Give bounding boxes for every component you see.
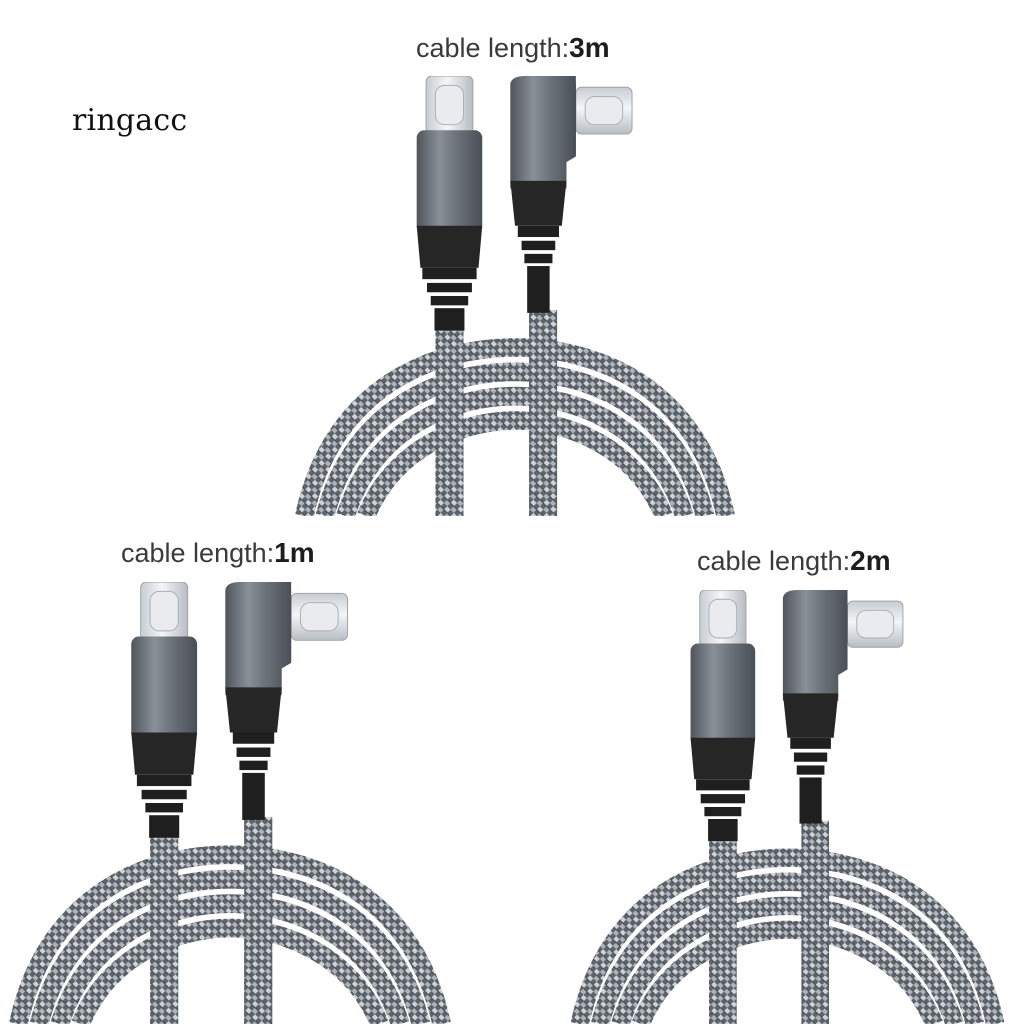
cable-length-label-2m: cable length:2m (697, 545, 891, 577)
cable-3m-product (280, 76, 750, 516)
cable-length-label-3m: cable length:3m (416, 32, 610, 64)
length-value: 3m (569, 32, 610, 63)
label-prefix: cable length: (416, 33, 570, 63)
cable-2m-product (565, 590, 1010, 1024)
cable-1m-product (0, 582, 465, 1024)
brand-watermark: ringacc (72, 103, 188, 138)
label-prefix: cable length: (697, 546, 851, 576)
length-value: 1m (274, 537, 315, 568)
cable-length-label-1m: cable length:1m (121, 537, 315, 569)
label-prefix: cable length: (121, 538, 275, 568)
length-value: 2m (850, 545, 891, 576)
